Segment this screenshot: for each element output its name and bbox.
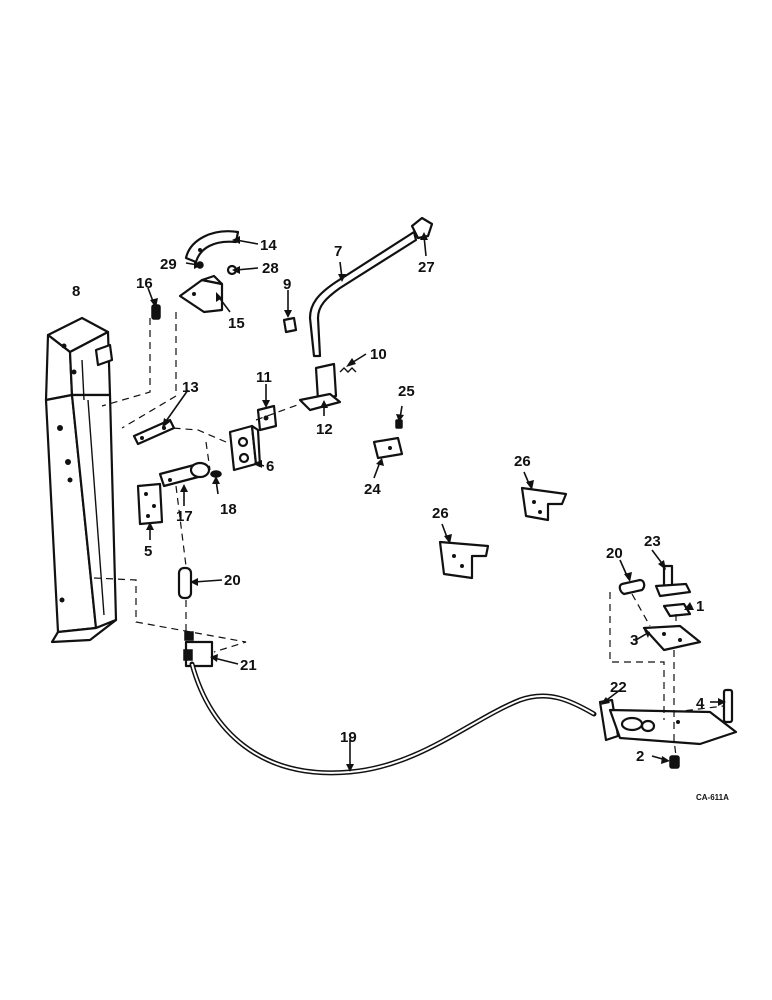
bell-crank	[158, 461, 211, 488]
nut-2	[669, 755, 680, 769]
assembly-lines	[93, 312, 725, 757]
callout-24: 24	[364, 481, 381, 498]
callout-22: 22	[610, 679, 627, 696]
callout-15: 15	[228, 315, 245, 332]
plate-11	[256, 404, 278, 432]
control-cable	[189, 661, 597, 776]
callout-9: 9	[283, 276, 291, 293]
pin-9	[282, 316, 298, 334]
pin-4	[722, 688, 734, 724]
callout-23: 23	[644, 533, 661, 550]
frame-post	[44, 316, 118, 644]
callout-16: 16	[136, 275, 153, 292]
callout-labels: 1 2 3 4 5 6 7 8 9 10 11 12 13 14 15 16 1…	[72, 237, 729, 802]
callout-8: 8	[72, 283, 80, 300]
callout-17: 17	[176, 508, 193, 525]
callout-18: 18	[220, 501, 237, 518]
callout-1: 1	[696, 598, 704, 615]
cable-anchor	[183, 631, 214, 668]
callout-29: 29	[160, 256, 177, 273]
hinge-plate	[136, 482, 164, 526]
linkage-bar	[132, 418, 176, 446]
bracket-26-right	[520, 486, 568, 522]
callout-12: 12	[316, 421, 333, 438]
control-lever	[308, 216, 434, 358]
plate-3	[642, 624, 702, 652]
callout-27: 27	[418, 259, 435, 276]
callout-25: 25	[398, 383, 415, 400]
callout-28: 28	[262, 260, 279, 277]
callout-7: 7	[334, 243, 342, 260]
callout-5: 5	[144, 543, 152, 560]
callout-20-left: 20	[224, 572, 241, 589]
callout-14: 14	[260, 237, 277, 254]
clevis-right	[618, 578, 646, 596]
callout-11: 11	[256, 369, 272, 386]
callout-4: 4	[696, 695, 705, 712]
pivot-bracket	[178, 274, 224, 314]
latch-24	[372, 436, 404, 460]
lever-mount	[298, 362, 342, 412]
callout-13: 13	[182, 379, 199, 396]
callout-19: 19	[340, 729, 357, 746]
callout-26-right: 26	[514, 453, 531, 470]
callout-2: 2	[636, 748, 644, 765]
mount-block	[228, 424, 262, 472]
drawing-code: CA-611A	[696, 793, 729, 802]
callout-6: 6	[266, 458, 274, 475]
top-cover-bracket	[184, 230, 240, 264]
callout-26-left: 26	[432, 505, 449, 522]
bracket-1	[662, 602, 692, 618]
bracket-26-left	[438, 540, 490, 580]
leader-lines	[146, 232, 726, 772]
lower-mount-plate	[598, 698, 738, 746]
upright-bracket	[654, 564, 692, 598]
callout-21: 21	[240, 657, 257, 674]
callout-3: 3	[630, 632, 638, 649]
callout-20-right: 20	[606, 545, 623, 562]
callout-10: 10	[370, 346, 387, 363]
spring-10	[339, 367, 357, 373]
clevis-left	[177, 566, 193, 600]
